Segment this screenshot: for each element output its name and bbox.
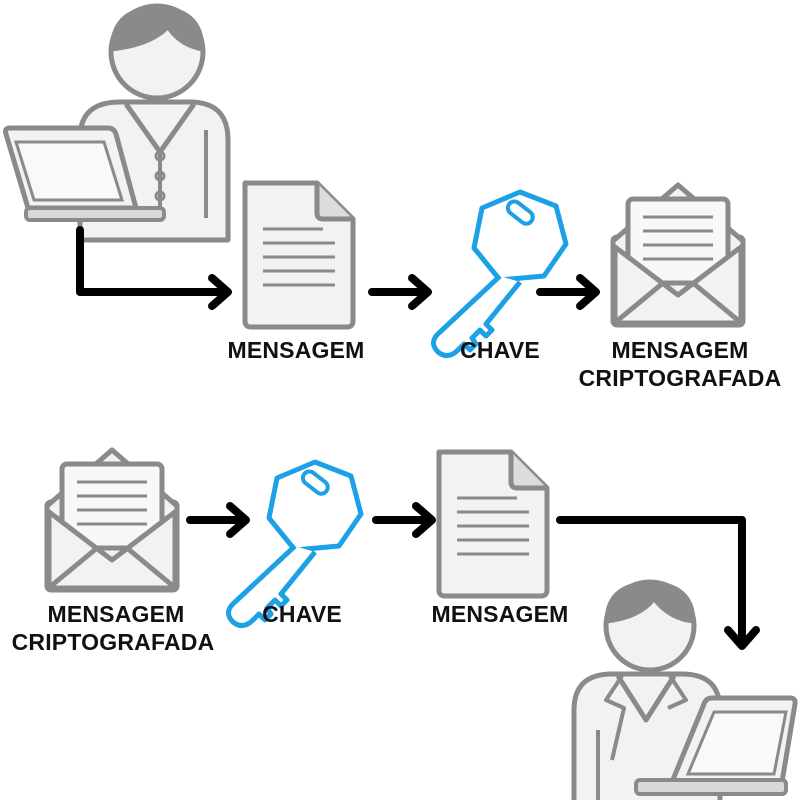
encrypted-message-label-line2: CRIPTOGRAFADA bbox=[578, 365, 782, 391]
message-label: MENSAGEM bbox=[431, 601, 569, 627]
document-icon bbox=[439, 452, 547, 596]
key-label: CHAVE bbox=[262, 601, 342, 627]
envelope-letter-icon bbox=[47, 450, 177, 590]
sender-to-message-arrow bbox=[76, 226, 232, 310]
envelope-letter-icon bbox=[613, 185, 743, 325]
encrypted-message-label-line1: MENSAGEM bbox=[611, 337, 749, 363]
encrypted-message-label-line2: CRIPTOGRAFADA bbox=[11, 629, 215, 655]
message-to-key-arrow bbox=[372, 278, 428, 306]
message-to-receiver-arrow bbox=[556, 516, 760, 650]
message-label: MENSAGEM bbox=[227, 337, 365, 363]
document-icon bbox=[245, 183, 353, 327]
envelope-to-key-arrow bbox=[190, 506, 246, 534]
key-icon bbox=[433, 192, 566, 356]
key-to-message-arrow bbox=[376, 506, 432, 534]
encrypted-message-label-line1: MENSAGEM bbox=[47, 601, 185, 627]
laptop-icon bbox=[3, 125, 166, 222]
key-label: CHAVE bbox=[460, 337, 540, 363]
laptop-icon bbox=[634, 695, 798, 796]
key-to-envelope-arrow bbox=[540, 278, 596, 306]
